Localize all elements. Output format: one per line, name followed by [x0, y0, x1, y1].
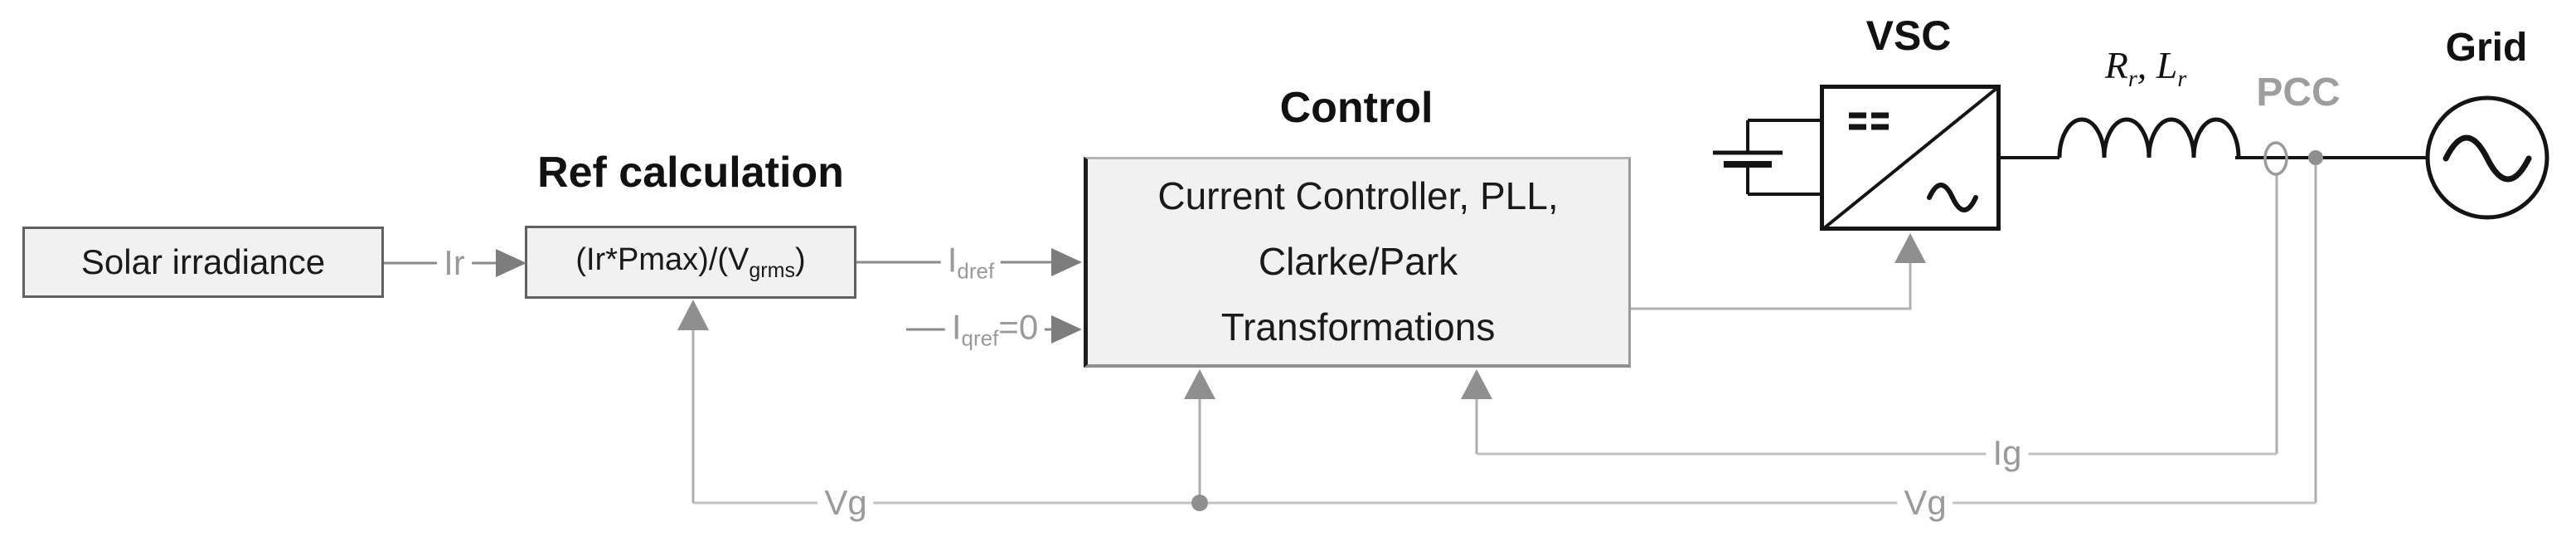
- arrow-vg-control-icon: [1184, 369, 1215, 399]
- current-sensor-icon: [2263, 141, 2288, 176]
- wire-gate: [1631, 263, 1912, 310]
- control-line-2: Clarke/Park: [1258, 240, 1458, 283]
- ac-symbol-icon: [1927, 183, 1978, 212]
- vsc-diagonal: [1822, 85, 2000, 230]
- formula-subscript: grms: [749, 258, 795, 282]
- r-subscript: r: [2127, 66, 2137, 92]
- pcc-measurement: [2263, 141, 2323, 176]
- vg-junction-dot: [1191, 495, 1208, 511]
- battery-icon: [1713, 119, 1820, 196]
- l-symbol: L: [2156, 44, 2178, 86]
- idref-signal-label: Idref: [940, 240, 1002, 284]
- solar-irradiance-label: Solar irradiance: [80, 242, 326, 281]
- vg-left-label: Vg: [817, 484, 874, 522]
- battery-wires: [1746, 119, 1820, 196]
- control-title: Control: [1279, 84, 1434, 132]
- iqref-subscript: qref: [961, 325, 999, 351]
- grid-title: Grid: [2445, 26, 2528, 70]
- ig-feedback: [1461, 174, 2278, 456]
- l-subscript: r: [2177, 66, 2187, 92]
- ir-signal-label: Ir: [437, 244, 472, 282]
- iqref-suffix: =0: [998, 307, 1039, 347]
- arrow-idref-icon: [1051, 248, 1082, 276]
- arrow-ig-icon: [1461, 369, 1492, 399]
- control-line-1: Current Controller, PLL,: [1157, 174, 1559, 217]
- signal-arrowheads: [496, 248, 1082, 344]
- impedance-comma: ,: [2137, 44, 2156, 86]
- ig-signal-label: Ig: [1986, 434, 2029, 472]
- vg-feedback: [677, 165, 2317, 511]
- iqref-main: I: [951, 307, 962, 347]
- pcc-label: PCC: [2256, 71, 2341, 115]
- formula-close: ): [794, 241, 806, 277]
- vg-right-label: Vg: [1897, 484, 1953, 522]
- vsc-symbol: [1822, 85, 2000, 230]
- arrow-ir-icon: [496, 249, 526, 277]
- grid-sine-icon: [2443, 134, 2532, 183]
- formula-main: (Ir*Pmax)/(V: [575, 241, 750, 277]
- vsc-title: VSC: [1865, 12, 1952, 59]
- pcc-node-dot: [2308, 150, 2323, 165]
- dc-symbol-icon: [1849, 112, 1889, 130]
- idref-subscript: dref: [957, 258, 995, 284]
- control-line-3: Transformations: [1220, 305, 1496, 349]
- line-impedance-label: Rr, Lr: [2105, 46, 2187, 91]
- ref-calculation-title: Ref calculation: [537, 149, 844, 197]
- arrow-gate-icon: [1894, 233, 1926, 263]
- idref-main: I: [947, 240, 958, 280]
- control-block: Current Controller, PLL, Clarke/Park Tra…: [1084, 157, 1631, 368]
- iqref-signal-label: Iqref=0: [944, 307, 1045, 351]
- grid-source-icon: [2425, 95, 2549, 220]
- inductor-icon: [2057, 117, 2241, 158]
- arrow-vg-ref-icon: [677, 300, 709, 330]
- solar-irradiance-block: Solar irradiance: [22, 227, 384, 298]
- gate-signal: [1631, 233, 1926, 310]
- arrow-iqref-icon: [1051, 315, 1082, 344]
- ref-calculation-formula: (Ir*Pmax)/(Vgrms): [575, 242, 805, 283]
- r-symbol: R: [2104, 44, 2128, 86]
- ac-power-path: [2001, 117, 2428, 159]
- ref-calculation-block: (Ir*Pmax)/(Vgrms): [525, 226, 856, 299]
